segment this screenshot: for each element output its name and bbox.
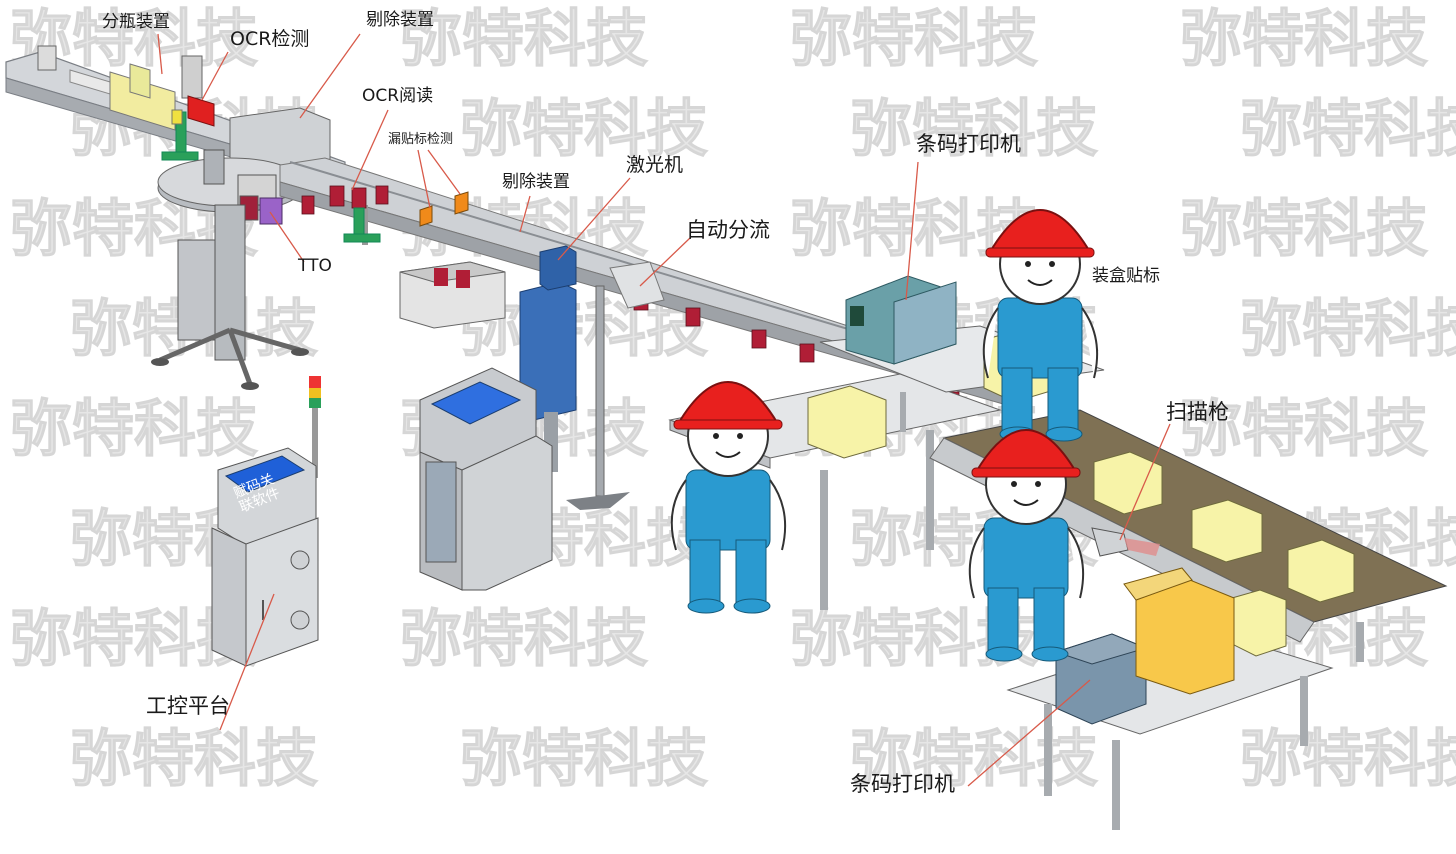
- worker-figure: [968, 429, 1085, 662]
- watermark-text: 弥特科技: [460, 722, 708, 795]
- watermark-text: 弥特科技: [850, 722, 1098, 795]
- watermark-text: 弥特科技: [400, 602, 648, 675]
- watermark-text: 弥特科技: [460, 92, 708, 165]
- label-missing-label-detect: 漏贴标检测: [388, 132, 454, 147]
- workers: [670, 209, 1099, 662]
- label-auto-divert: 自动分流: [686, 218, 770, 242]
- label-scanner: 扫描枪: [1166, 400, 1229, 424]
- label-box-labeling: 装盒贴标: [1092, 266, 1160, 286]
- watermark-text: 弥特科技: [790, 2, 1038, 75]
- barcode-printers: [845, 275, 1148, 725]
- watermark-text: 弥特科技: [70, 722, 318, 795]
- worker-figure: [670, 381, 787, 614]
- label-tto: TTO: [298, 256, 332, 276]
- watermark-text: 弥特科技: [10, 392, 258, 465]
- watermark-text: 弥特科技: [1180, 392, 1428, 465]
- watermark-text: 弥特科技: [1180, 2, 1428, 75]
- watermark-text: 弥特科技: [1180, 192, 1428, 265]
- label-ocr-detect: OCR检测: [230, 28, 310, 50]
- watermark-text: 弥特科技: [1240, 292, 1456, 365]
- label-reject-device-2: 剔除装置: [502, 172, 570, 192]
- open-shipping-box: [1135, 579, 1235, 695]
- watermark-text: 弥特科技: [1240, 92, 1456, 165]
- label-barcode-printer-top: 条码打印机: [916, 132, 1021, 156]
- control-cabinet: [211, 376, 321, 667]
- label-control-platform: 工控平台: [146, 694, 230, 718]
- label-reject-device-1: 剔除装置: [366, 10, 434, 30]
- label-barcode-printer-bottom: 条码打印机: [850, 772, 955, 796]
- scanner-gun: [1091, 527, 1160, 557]
- watermark-text: 弥特科技: [1240, 722, 1456, 795]
- watermark-text: 弥特科技: [850, 92, 1098, 165]
- laser-machine: [519, 245, 577, 472]
- rotary-labeler: [151, 149, 309, 390]
- label-bottle-splitter: 分瓶装置: [102, 12, 170, 32]
- leader-lines: [157, 33, 1171, 787]
- label-laser-machine: 激光机: [626, 154, 684, 176]
- watermark-text: 弥特科技: [400, 2, 648, 75]
- label-ocr-read: OCR阅读: [362, 86, 434, 106]
- inkjet-console: [419, 367, 553, 591]
